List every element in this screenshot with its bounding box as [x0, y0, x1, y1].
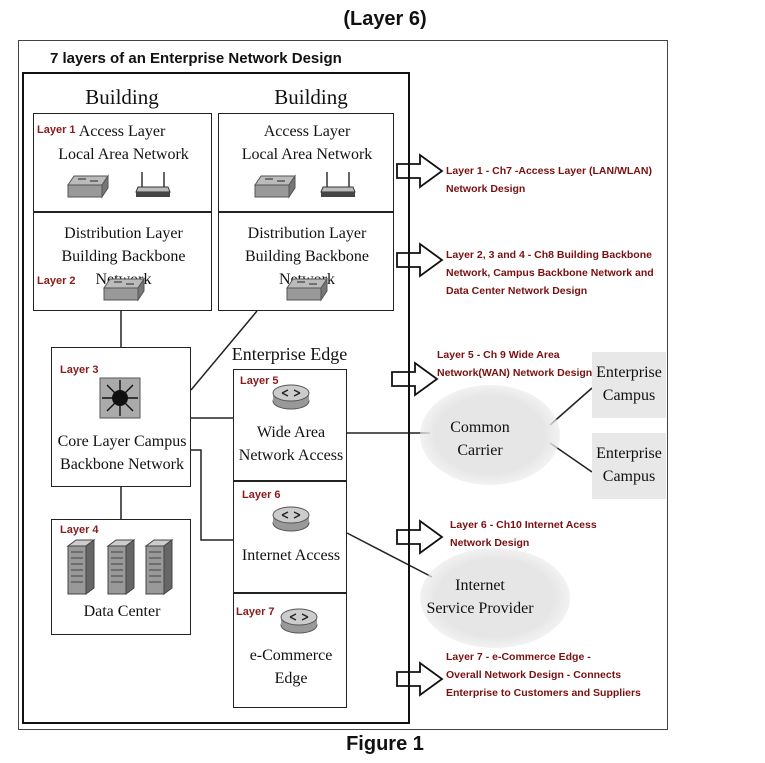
campus-line-2: Campus — [602, 468, 656, 485]
campus-backbone-text: Backbone Network — [60, 456, 184, 473]
switch-icon — [103, 277, 145, 302]
core-internet-line — [191, 449, 233, 541]
note-line: Network, Campus Backbone Network and — [446, 267, 654, 279]
campus-line-2: Campus — [602, 387, 656, 404]
access-layer-box-1: Layer 1 Access Layer Local Area Network — [33, 113, 212, 212]
note-line: Layer 2, 3 and 4 - Ch8 Building Backbone — [446, 249, 652, 261]
ecommerce-title: e-Commerce — [249, 647, 333, 664]
layer-label: Layer 7 — [236, 606, 275, 618]
campus-line-1: Enterprise — [596, 445, 662, 462]
wireless-router-icon — [320, 172, 356, 197]
isp-line-2: Service Provider — [426, 600, 534, 617]
layer-label: Layer 5 — [240, 375, 279, 387]
isp-line-1: Internet — [455, 577, 505, 594]
enterprise-edge-title: Enterprise Edge — [231, 344, 348, 364]
wan-access-title: Wide Area — [256, 424, 326, 441]
switch-icon — [67, 174, 109, 199]
note-line: Data Center Network Design — [446, 285, 588, 297]
switch-icon — [254, 174, 296, 199]
lan-text: Local Area Network — [58, 146, 189, 163]
note-layer-2-4: Layer 2, 3 and 4 - Ch8 Building Backbone… — [446, 246, 654, 300]
note-line: Overall Network Design - Connects — [446, 669, 622, 681]
access-layer-box-2: Access Layer Local Area Network — [218, 113, 394, 212]
distribution-layer-title: Distribution Layer — [64, 225, 183, 242]
carrier-campus1-line — [549, 387, 593, 426]
diagram-title: 7 layers of an Enterprise Network Design — [50, 50, 342, 67]
figure-caption: Figure 1 — [346, 733, 424, 755]
arrow-right-icon — [396, 661, 444, 697]
page-header: (Layer 6) — [343, 8, 427, 30]
ecommerce-edge-box: Layer 7 e-Commerce Edge — [233, 593, 347, 708]
arrow-right-icon — [396, 153, 444, 189]
figure-frame — [18, 40, 668, 730]
server-icon — [106, 539, 136, 595]
access-layer-title: Access Layer — [78, 123, 166, 140]
building-header-1: Building — [85, 85, 159, 109]
layer-label: Layer 4 — [60, 524, 99, 536]
datacenter-label: Data Center — [83, 603, 161, 620]
enterprise-campus-1: Enterprise Campus — [592, 352, 666, 418]
note-line: Network Design — [446, 183, 526, 195]
diagram-main-box — [22, 72, 410, 724]
distribution-layer-box-2: Distribution Layer Building Backbone Net… — [218, 212, 394, 311]
campus-line-1: Enterprise — [596, 364, 662, 381]
server-icon — [144, 539, 174, 595]
isp-cloud — [420, 548, 570, 648]
internet-isp-line — [346, 532, 433, 578]
arrow-right-icon — [396, 242, 444, 278]
lan-text: Local Area Network — [241, 146, 373, 163]
arrow-right-icon — [396, 519, 444, 555]
common-carrier-label: Common Carrier — [430, 416, 530, 462]
access-layer-text: Access Layer — [72, 120, 172, 143]
wireless-router-icon — [135, 172, 171, 197]
note-line: Network(WAN) Network Design — [437, 367, 593, 379]
core-switch-icon — [99, 377, 141, 419]
internet-access-box: Layer 6 Internet Access — [233, 481, 347, 593]
router-icon — [280, 608, 318, 634]
dist2-core-line — [190, 310, 258, 391]
note-layer-1: Layer 1 - Ch7 -Access Layer (LAN/WLAN) N… — [446, 162, 652, 198]
note-line: Layer 7 - e-Commerce Edge - — [446, 651, 591, 663]
wan-access-subtitle: Network Access — [238, 447, 344, 464]
note-line: Enterprise to Customers and Suppliers — [446, 687, 641, 699]
note-layer-5: Layer 5 - Ch 9 Wide Area Network(WAN) Ne… — [437, 346, 592, 382]
distribution-layer-title: Distribution Layer — [247, 225, 367, 242]
layer-label: Layer 3 — [60, 364, 99, 376]
note-layer-7: Layer 7 - e-Commerce Edge - Overall Netw… — [446, 648, 641, 702]
wan-access-box: Layer 5 Wide Area Network Access — [233, 369, 347, 481]
arrow-right-icon — [391, 361, 439, 397]
ecommerce-subtitle: Edge — [274, 670, 308, 687]
note-line: Layer 6 - Ch10 Internet Acess — [450, 519, 597, 531]
internet-access-label: Internet Access — [241, 547, 341, 564]
note-line: Layer 5 - Ch 9 Wide Area — [437, 349, 560, 361]
enterprise-campus-2: Enterprise Campus — [592, 433, 666, 499]
note-layer-6: Layer 6 - Ch10 Internet Acess Network De… — [450, 516, 597, 552]
carrier-line-1: Common — [450, 419, 510, 436]
isp-label: Internet Service Provider — [420, 574, 540, 620]
distribution-layer-box-1: Distribution Layer Building Backbone Net… — [33, 212, 212, 311]
note-line: Layer 1 - Ch7 -Access Layer (LAN/WLAN) — [446, 165, 652, 177]
carrier-line-2: Carrier — [457, 442, 503, 459]
access-layer-title: Access Layer — [263, 123, 351, 140]
router-icon — [272, 506, 310, 532]
layer-label: Layer 2 — [37, 275, 76, 287]
router-icon — [272, 384, 310, 410]
layer-label: Layer 6 — [242, 489, 281, 501]
core-layer-title: Core Layer Campus — [57, 433, 187, 450]
server-icon — [66, 539, 96, 595]
datacenter-box: Layer 4 Data Center — [51, 519, 191, 635]
note-line: Network Design — [450, 537, 530, 549]
core-layer-box: Layer 3 Core Layer Campus Backbone Netwo… — [51, 347, 191, 487]
common-carrier-cloud — [420, 385, 560, 485]
switch-icon — [286, 277, 328, 302]
layer-label: Layer 1 — [37, 124, 76, 136]
building-header-2: Building — [274, 85, 348, 109]
